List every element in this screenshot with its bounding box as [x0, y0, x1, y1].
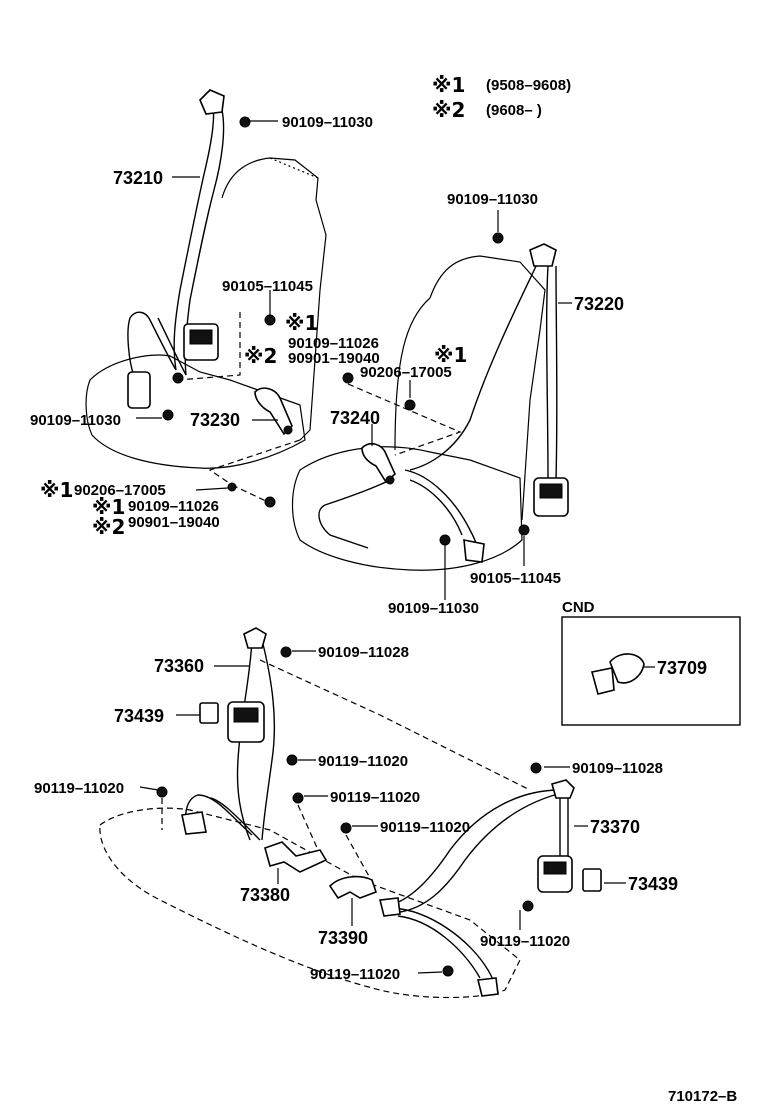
left-front-seat	[85, 89, 327, 508]
label-mark2-a: ※2	[244, 344, 277, 368]
label-90105-11045-b: 90105–11045	[470, 570, 561, 587]
label-90109-11026-a: 90109–11026	[288, 335, 379, 352]
left-seat-leaders	[136, 120, 278, 491]
label-90109-11028-b: 90109–11028	[572, 760, 663, 777]
label-90119-11020-b: 90119–11020	[34, 780, 124, 797]
label-cnd: CND	[562, 599, 595, 616]
legend-range-1: (9508–9608)	[486, 77, 571, 94]
label-90119-11020-d: 90119–11020	[380, 819, 470, 836]
label-90105-11045-a: 90105–11045	[222, 278, 313, 295]
label-90206-17005-b: 90206–17005	[360, 364, 452, 381]
label-90119-11020-e: 90119–11020	[310, 966, 400, 983]
label-73439-a: 73439	[114, 706, 164, 726]
label-90109-11030-c: 90109–11030	[447, 191, 538, 208]
label-mark2-b: ※2	[92, 515, 125, 539]
label-90109-11026-b: 90109–11026	[128, 498, 219, 515]
figure-code: 710172–B	[668, 1088, 737, 1105]
label-90206-17005-a: 90206–17005	[74, 482, 166, 499]
label-90109-11030-a: 90109–11030	[282, 114, 373, 131]
right-seat-leaders	[371, 210, 572, 600]
label-73380: 73380	[240, 885, 290, 905]
label-90119-11020-f: 90119–11020	[480, 933, 570, 950]
legend-range-2: (9608– )	[486, 102, 542, 119]
rear-seat-leaders	[139, 650, 626, 974]
label-90901-19040-a: 90901–19040	[288, 350, 380, 367]
legend-mark-2: ※2	[432, 98, 465, 122]
label-90109-11028-a: 90109–11028	[318, 644, 409, 661]
label-73230: 73230	[190, 410, 240, 430]
label-73439-b: 73439	[628, 874, 678, 894]
label-73210: 73210	[113, 168, 163, 188]
label-90901-19040-b: 90901–19040	[128, 514, 220, 531]
label-73220: 73220	[574, 294, 624, 314]
label-mark1-d: ※1	[434, 343, 467, 367]
label-mark1-a: ※1	[285, 311, 318, 335]
label-73240: 73240	[330, 408, 380, 428]
label-mark1-c: ※1	[92, 495, 125, 519]
part-labels: 90109–11030 73210 90105–11045 ※1 ※2 9010…	[30, 114, 737, 1105]
label-90109-11030-d: 90109–11030	[388, 600, 479, 617]
label-90119-11020-c: 90119–11020	[330, 789, 420, 806]
label-90119-11020-a: 90119–11020	[318, 753, 408, 770]
cnd-inset	[561, 616, 741, 726]
label-73360: 73360	[154, 656, 204, 676]
legend: ※1 (9508–9608) ※2 (9608– )	[432, 73, 571, 122]
label-73370: 73370	[590, 817, 640, 837]
label-73709: 73709	[657, 658, 707, 678]
label-90109-11030-b: 90109–11030	[30, 412, 121, 429]
rear-seat	[99, 627, 602, 999]
label-73390: 73390	[318, 928, 368, 948]
label-mark1-b: ※1	[40, 478, 73, 502]
legend-mark-1: ※1	[432, 73, 465, 97]
right-front-seat	[291, 232, 569, 571]
